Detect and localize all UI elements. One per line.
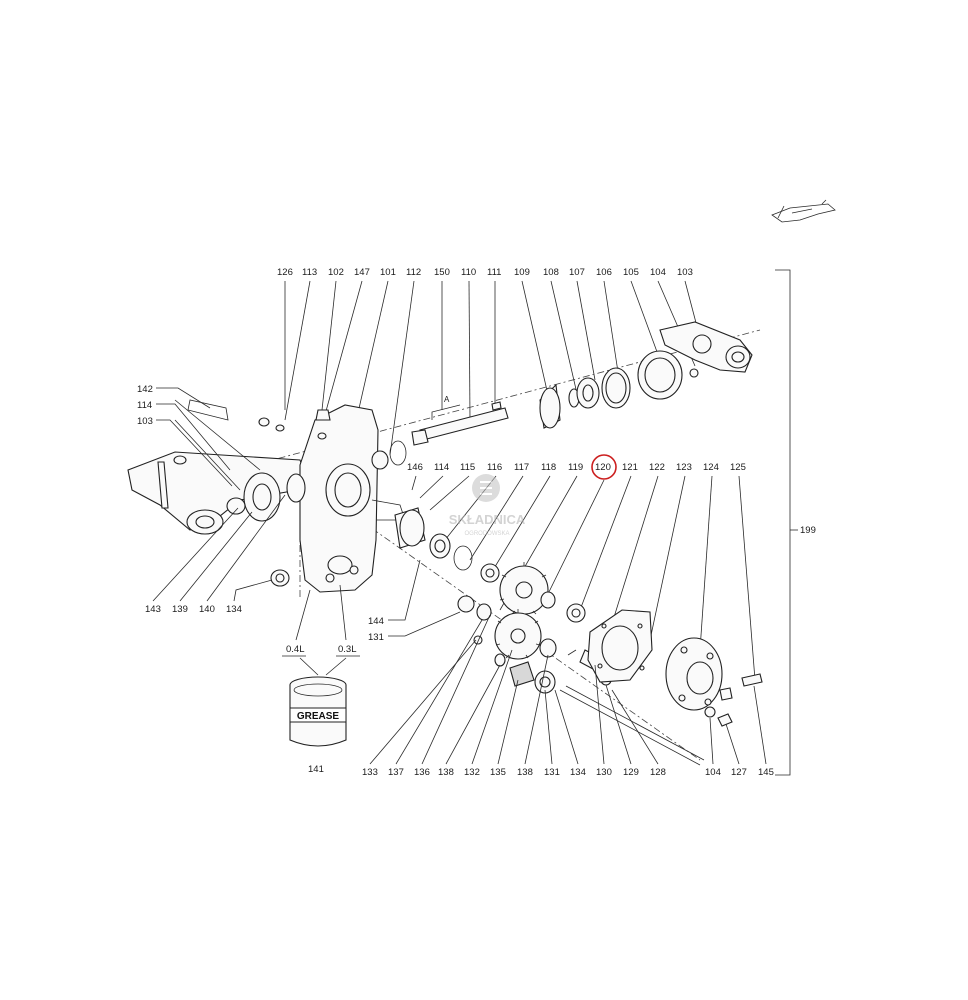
label-103-left: 103 [137, 416, 153, 427]
upper-sprocket [499, 562, 549, 615]
watermark-title: SKŁADNICA [449, 512, 526, 527]
middle-leader-lines [411, 475, 756, 681]
label-134: 134 [570, 767, 586, 778]
label-122: 122 [649, 462, 665, 473]
watermark-subtitle: OGRODOWSKA [464, 531, 509, 537]
label-126: 126 [277, 267, 293, 278]
left-mounting-bracket [127, 399, 311, 535]
main-shaft: A [411, 395, 509, 446]
label-104-bottom: 104 [705, 767, 721, 778]
label-141: 141 [308, 764, 324, 775]
label-104: 104 [650, 267, 666, 278]
right-mounting-bracket [659, 321, 753, 373]
label-127: 127 [731, 767, 747, 778]
bottom-leader-lines [369, 614, 767, 765]
label-131-side: 131 [368, 632, 384, 643]
side-label-group: 144 131 [368, 559, 461, 643]
label-140: 140 [199, 604, 215, 615]
label-118: 118 [541, 462, 556, 473]
label-144: 144 [368, 616, 384, 627]
bottom-left-label-group: 143 139 140 134 [145, 494, 286, 615]
assembly-bracket: 199 [775, 269, 816, 776]
label-130: 130 [596, 767, 612, 778]
label-110: 110 [461, 267, 476, 278]
label-142: 142 [137, 384, 153, 395]
highlight-ring [591, 454, 617, 480]
label-117: 117 [514, 462, 529, 473]
label-121: 121 [622, 462, 638, 473]
label-128: 128 [650, 767, 666, 778]
label-116: 116 [487, 462, 502, 473]
oil-capacity: 0.4L 0.3L [282, 584, 360, 676]
label-124: 124 [703, 462, 719, 473]
oil-right-label: 0.3L [338, 644, 357, 655]
left-label-group: 142 114 103 [137, 384, 233, 487]
output-hub [665, 637, 763, 727]
corner-thumbnail-icon [771, 199, 836, 223]
label-147: 147 [354, 267, 370, 278]
label-115: 115 [460, 462, 475, 473]
label-137: 137 [388, 767, 404, 778]
top-small-parts [258, 409, 407, 470]
label-139: 139 [172, 604, 188, 615]
top-leader-lines [284, 280, 701, 471]
cover-plate [587, 609, 653, 683]
label-199: 199 [800, 525, 816, 536]
bevel-gear-set [539, 350, 699, 429]
grease-tin: GREASE 141 [289, 676, 347, 775]
label-112: 112 [406, 267, 421, 278]
label-150: 150 [434, 267, 450, 278]
label-134-left: 134 [226, 604, 242, 615]
label-133: 133 [362, 767, 378, 778]
label-107: 107 [569, 267, 585, 278]
bottom-label-row: 133 137 136 138 132 135 138 131 134 130 … [362, 767, 774, 778]
label-136: 136 [414, 767, 430, 778]
lower-sprocket [494, 609, 542, 660]
label-123: 123 [676, 462, 692, 473]
label-138-a: 138 [438, 767, 454, 778]
label-125: 125 [730, 462, 746, 473]
label-120: 120 [595, 462, 611, 473]
label-145: 145 [758, 767, 774, 778]
label-105: 105 [623, 267, 639, 278]
axis-marker: A [444, 395, 450, 404]
label-114: 114 [434, 462, 449, 473]
label-102: 102 [328, 267, 344, 278]
label-113: 113 [302, 267, 317, 278]
label-111: 111 [487, 267, 501, 278]
label-106: 106 [596, 267, 612, 278]
label-132: 132 [464, 767, 480, 778]
left-flange-set [226, 472, 306, 587]
label-138-b: 138 [517, 767, 533, 778]
label-143: 143 [145, 604, 161, 615]
label-101: 101 [380, 267, 396, 278]
store-watermark: SKŁADNICA OGRODOWSKA [449, 474, 526, 537]
label-103: 103 [677, 267, 693, 278]
label-129: 129 [623, 767, 639, 778]
grease-label: GREASE [297, 711, 340, 722]
label-108: 108 [543, 267, 559, 278]
label-109: 109 [514, 267, 530, 278]
label-131: 131 [544, 767, 560, 778]
label-114-left: 114 [137, 400, 152, 411]
label-146: 146 [407, 462, 423, 473]
gearbox-housing [299, 404, 406, 593]
label-119: 119 [568, 462, 583, 473]
oil-left-label: 0.4L [286, 644, 305, 655]
label-135: 135 [490, 767, 506, 778]
input-pinion-set [394, 507, 500, 621]
top-label-row: 126 113 102 147 101 112 150 110 111 109 … [277, 267, 693, 278]
middle-label-row: 146 114 115 116 117 118 119 120 121 122 … [407, 454, 746, 480]
